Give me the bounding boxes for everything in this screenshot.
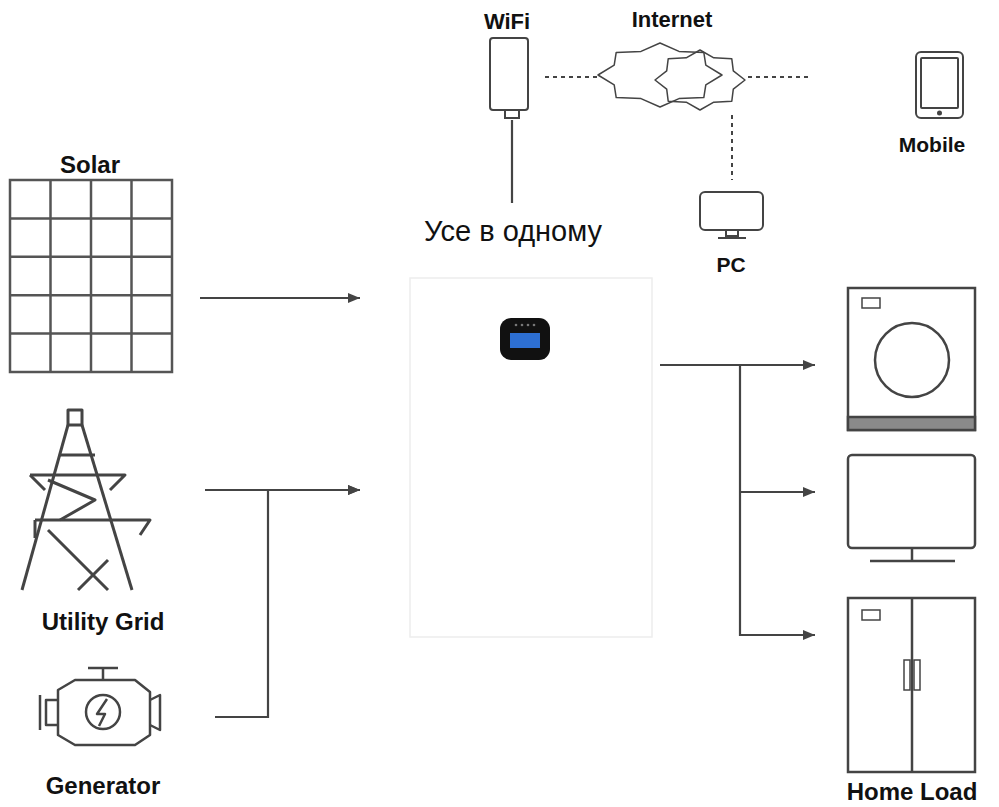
generator-node: Generator bbox=[8, 662, 215, 804]
power-tower bbox=[22, 425, 68, 590]
refrigerator bbox=[848, 598, 975, 772]
network-link bbox=[731, 115, 733, 180]
washing-machine bbox=[862, 298, 880, 308]
television bbox=[848, 455, 975, 561]
refrigerator bbox=[848, 598, 975, 772]
mobile-device bbox=[916, 52, 963, 118]
load-node: Home Load bbox=[815, 283, 993, 805]
pc-monitor bbox=[700, 192, 763, 230]
generator-icon bbox=[39, 695, 42, 730]
pc-node: PC bbox=[692, 180, 772, 278]
power-tower bbox=[34, 520, 37, 538]
wifi-device bbox=[490, 38, 528, 110]
internet-cloud bbox=[598, 43, 745, 110]
wifi-device bbox=[505, 110, 519, 118]
all-in-one-unit bbox=[410, 278, 652, 637]
refrigerator bbox=[862, 610, 880, 620]
node-label: Utility Grid bbox=[42, 609, 165, 635]
mobile-device bbox=[938, 112, 941, 115]
node-label: WiFi bbox=[484, 10, 530, 34]
inverter-node: Усе в одному bbox=[360, 203, 660, 640]
television bbox=[911, 548, 914, 560]
washing-machine bbox=[848, 417, 975, 430]
pc-monitor bbox=[718, 237, 746, 239]
generator-icon bbox=[150, 695, 160, 730]
network-link bbox=[748, 76, 810, 78]
all-in-one-unit bbox=[527, 324, 530, 327]
power-tower bbox=[48, 480, 95, 520]
refrigerator bbox=[904, 660, 910, 690]
internet-node: Internet bbox=[598, 2, 748, 115]
output-branch bbox=[740, 364, 815, 366]
node-label: Generator bbox=[46, 773, 161, 799]
solar-panel bbox=[10, 332, 172, 335]
generator-icon bbox=[88, 668, 118, 680]
solar-panel bbox=[10, 294, 172, 297]
grid-node: Utility Grid bbox=[8, 400, 205, 640]
power-line bbox=[200, 297, 360, 299]
network-link bbox=[545, 76, 598, 78]
all-in-one-unit bbox=[510, 333, 540, 348]
solar-panel bbox=[130, 180, 133, 372]
internet-cloud bbox=[655, 50, 745, 110]
solar-node: Solar bbox=[8, 145, 200, 375]
generator-icon bbox=[40, 668, 160, 745]
node-label: Mobile bbox=[899, 133, 966, 156]
all-in-one-unit bbox=[533, 324, 536, 327]
television bbox=[870, 560, 955, 563]
power-tower bbox=[30, 475, 125, 490]
generator-icon bbox=[58, 680, 150, 745]
solar-panel bbox=[10, 180, 172, 372]
node-label: Solar bbox=[60, 152, 120, 178]
node-label: Home Load bbox=[847, 779, 978, 805]
solar-panel bbox=[10, 180, 172, 372]
power-tower bbox=[48, 530, 108, 590]
power-line bbox=[660, 365, 815, 635]
solar-panel bbox=[49, 180, 52, 372]
output-branch bbox=[740, 365, 815, 492]
generator-icon bbox=[86, 695, 120, 729]
refrigerator bbox=[911, 598, 914, 772]
wifi-node: WiFi bbox=[470, 2, 545, 120]
pc-monitor bbox=[700, 192, 763, 238]
power-line bbox=[215, 490, 360, 717]
generator-icon bbox=[46, 700, 58, 725]
all-in-one-unit bbox=[410, 278, 652, 637]
washing-machine bbox=[848, 288, 975, 430]
output-branch bbox=[740, 491, 815, 493]
washing-machine bbox=[875, 323, 949, 397]
mobile-node: Mobile bbox=[810, 40, 992, 160]
node-label: PC bbox=[716, 253, 745, 276]
washing-machine bbox=[848, 288, 975, 430]
wifi-device bbox=[490, 38, 528, 118]
power-tower bbox=[22, 410, 150, 590]
power-tower bbox=[60, 454, 95, 457]
power-tower bbox=[30, 475, 45, 490]
pc-monitor bbox=[726, 230, 738, 236]
node-label: Усе в одному bbox=[424, 216, 602, 248]
television bbox=[848, 455, 975, 548]
node-label: Internet bbox=[632, 8, 713, 32]
all-in-one-unit bbox=[521, 324, 524, 327]
solar-panel bbox=[10, 217, 172, 220]
solar-panel bbox=[10, 256, 172, 259]
solar-panel bbox=[90, 180, 93, 372]
mobile-device bbox=[916, 52, 963, 118]
power-tower bbox=[78, 560, 108, 590]
power-tower bbox=[68, 410, 82, 425]
refrigerator bbox=[914, 660, 920, 690]
power-line bbox=[511, 120, 513, 203]
all-in-one-unit bbox=[515, 324, 518, 327]
generator-icon bbox=[97, 699, 107, 726]
power-tower bbox=[82, 425, 132, 590]
all-in-one-unit bbox=[500, 318, 550, 360]
mobile-device bbox=[921, 58, 958, 108]
